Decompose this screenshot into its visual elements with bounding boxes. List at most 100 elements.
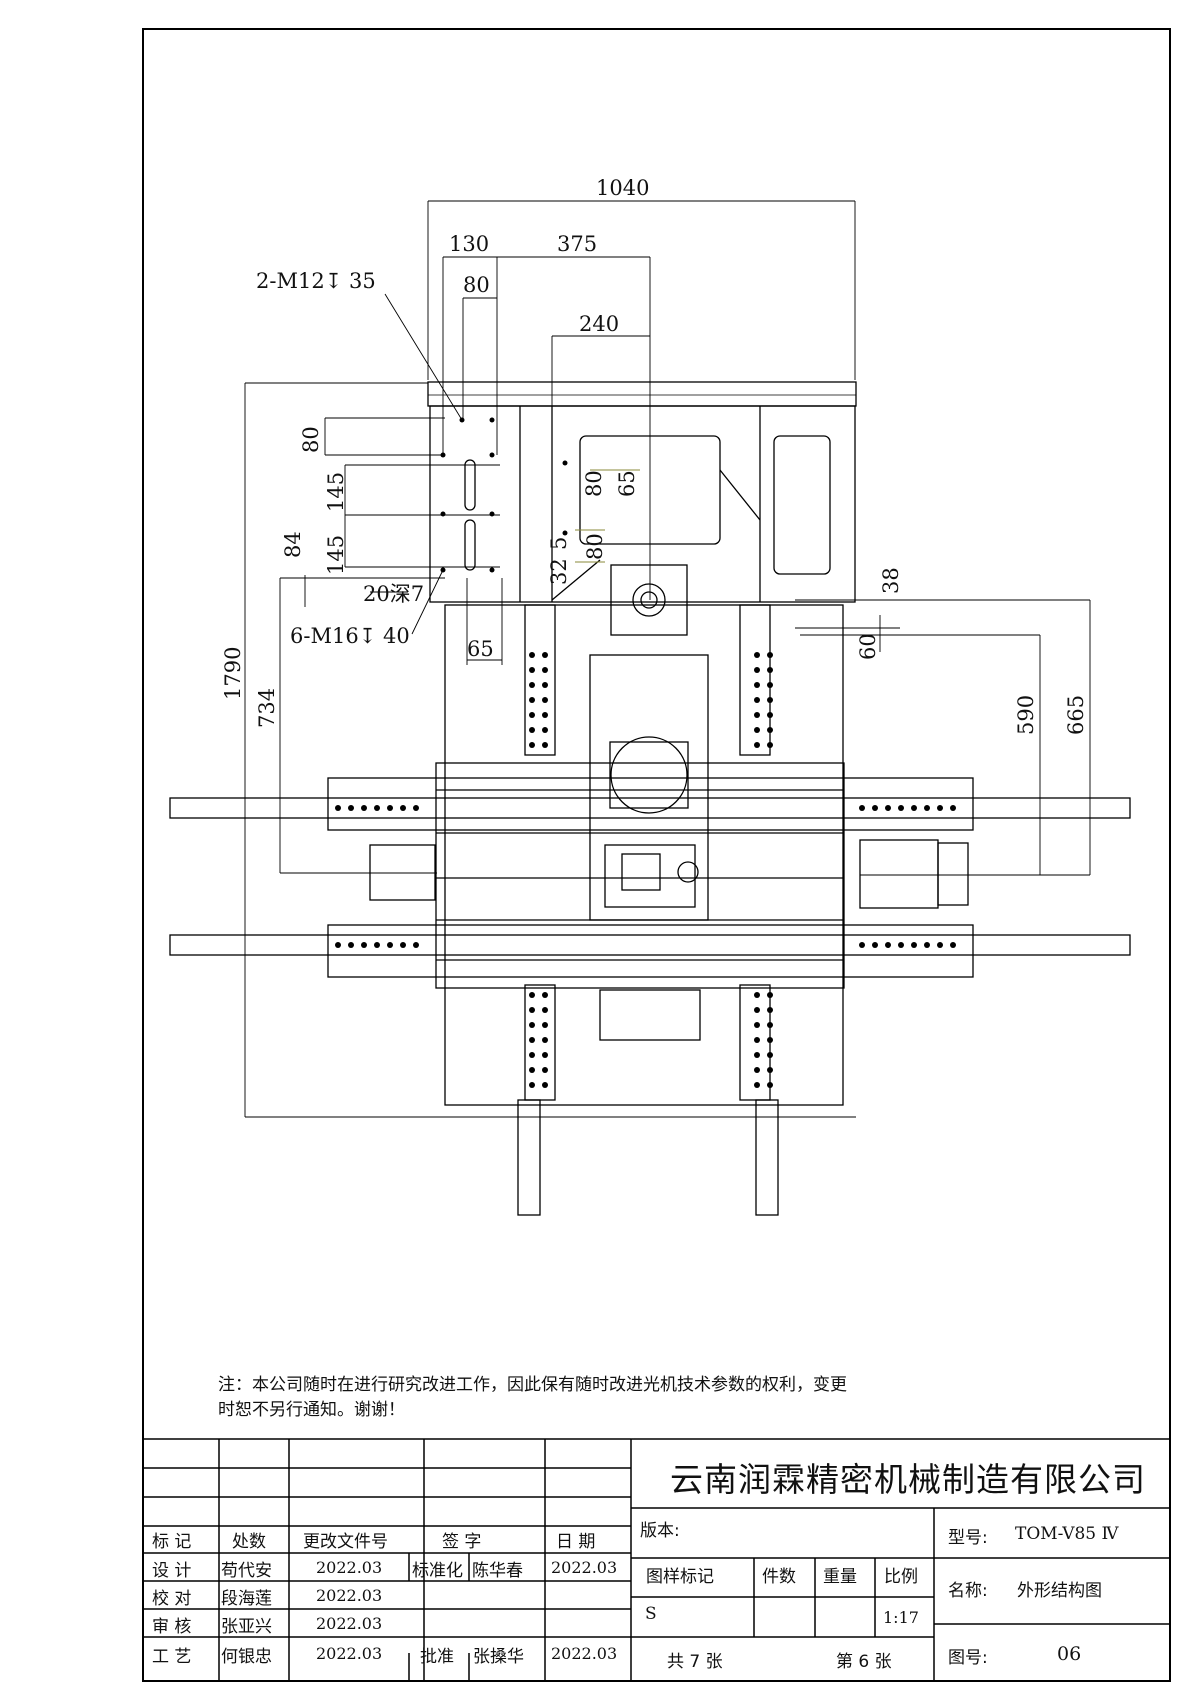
dim-84: 84: [281, 531, 305, 558]
callout-m16: 6-M16↧ 40: [290, 624, 410, 648]
standard-date: 2022.03: [551, 1558, 618, 1577]
dim-80-left: 80: [299, 426, 323, 453]
weight-label: 重量: [823, 1567, 857, 1587]
bolt-hole-dot: [413, 805, 419, 811]
name-value: 外形结构图: [1017, 1581, 1102, 1601]
dim-145-a: 145: [324, 472, 348, 512]
bolt-hole-dot: [754, 697, 760, 703]
sheet-total: 共 7 张: [667, 1652, 723, 1672]
dim-65-mid: 65: [615, 470, 639, 497]
standard-label: 标准化: [412, 1561, 463, 1581]
drawing-no-value: 06: [1057, 1643, 1082, 1665]
bolt-hole-dot: [542, 682, 548, 688]
name-process: 何银忠: [221, 1647, 272, 1667]
bolt-hole-dot: [542, 742, 548, 748]
scale-value: 1:17: [883, 1608, 919, 1627]
scale-label: 比例: [884, 1567, 918, 1587]
dim-145-b: 145: [324, 535, 348, 575]
approve-label: 批准: [420, 1647, 454, 1667]
bolt-hole-dot: [859, 942, 865, 948]
role-design: 设 计: [152, 1561, 192, 1581]
bolt-hole-dot: [542, 667, 548, 673]
revision-note: 注：本公司随时在进行研究改进工作，因此保有随时改进光机技术参数的权利，变更 时恕…: [218, 1373, 998, 1423]
bolt-hole-dot: [361, 805, 367, 811]
header-sign: 签 字: [442, 1532, 482, 1552]
bolt-hole-dot: [767, 1037, 773, 1043]
bolt-hole-dot: [767, 727, 773, 733]
bolt-hole-dot: [950, 805, 956, 811]
dim-80-top: 80: [463, 273, 490, 297]
bolt-hole-dot: [542, 727, 548, 733]
version-label: 版本:: [640, 1521, 680, 1541]
bolt-hole-dot: [529, 1052, 535, 1058]
dim-734: 734: [255, 688, 279, 728]
sheet-current: 第 6 张: [836, 1652, 892, 1672]
standard-name: 陈华春: [472, 1561, 523, 1581]
bolt-hole-dot: [754, 992, 760, 998]
bolt-hole-dot: [924, 805, 930, 811]
bolt-hole-dot: [542, 1022, 548, 1028]
dim-240: 240: [579, 312, 619, 336]
bolt-hole-dot: [542, 652, 548, 658]
dim-80-mid-b: 80: [583, 533, 607, 560]
model-label: 型号:: [948, 1528, 988, 1548]
bolt-hole-dot: [767, 652, 773, 658]
sample-mark-value: S: [645, 1604, 657, 1624]
dim-130: 130: [449, 232, 489, 256]
dimension-labels: 1040 130 375 80 240 80 145 145 84 80 65 …: [221, 176, 1088, 735]
bolt-hole-dot: [754, 1037, 760, 1043]
model-value: TOM-V85 Ⅳ: [1015, 1524, 1119, 1544]
bolt-hole-dot: [754, 1067, 760, 1073]
bolt-hole-dot: [872, 942, 878, 948]
bolt-hole-dot: [859, 805, 865, 811]
bolt-hole-dot: [387, 805, 393, 811]
bolt-hole-dot: [529, 1037, 535, 1043]
date-process: 2022.03: [316, 1644, 383, 1663]
callout-m12: 2-M12↧ 35: [256, 269, 376, 293]
bolt-hole-dot: [898, 805, 904, 811]
bolt-hole-dot: [911, 805, 917, 811]
bolt-hole-dot: [529, 742, 535, 748]
dim-60: 60: [856, 633, 880, 660]
bolt-hole-dot: [754, 712, 760, 718]
header-date: 日 期: [556, 1532, 596, 1552]
title-block-grid: [142, 1438, 1171, 1682]
bolt-hole-dot: [937, 942, 943, 948]
company-name: 云南润霖精密机械制造有限公司: [670, 1460, 1146, 1499]
bolt-hole-dot: [754, 742, 760, 748]
bolt-hole-dot: [767, 1022, 773, 1028]
bolt-hole-dot: [400, 805, 406, 811]
bolt-hole-dot: [542, 712, 548, 718]
bolt-hole-dot: [767, 712, 773, 718]
bolt-hole-dot: [754, 727, 760, 733]
bolt-hole-dot: [767, 742, 773, 748]
bolt-hole-dot: [529, 1067, 535, 1073]
dim-590: 590: [1014, 695, 1038, 735]
bolt-hole-dot: [529, 1022, 535, 1028]
bolt-hole-dot: [754, 1082, 760, 1088]
bolt-hole-dot: [754, 1052, 760, 1058]
bolt-hole-dot: [529, 1082, 535, 1088]
bolt-hole-dot: [754, 1007, 760, 1013]
note-line-2: 时恕不另行通知。谢谢！: [218, 1400, 405, 1420]
bolt-hole-dot: [400, 942, 406, 948]
name-check: 段海莲: [221, 1589, 272, 1609]
bolt-hole-dot: [767, 1052, 773, 1058]
date-design: 2022.03: [316, 1558, 383, 1577]
bolt-hole-dot: [529, 1007, 535, 1013]
callout-slot-depth: 20深7: [363, 582, 424, 606]
dimension-lines: [244, 200, 1091, 1118]
bolt-hole-dot: [885, 805, 891, 811]
dim-5: 5: [547, 537, 571, 550]
name-design: 苟代安: [221, 1561, 272, 1581]
bolt-hole-dot: [767, 992, 773, 998]
bolt-hole-dot: [413, 942, 419, 948]
bolt-hole-dot: [348, 942, 354, 948]
sample-mark-label: 图样标记: [646, 1567, 714, 1587]
bolt-hole-dot: [767, 697, 773, 703]
bolt-hole-dot: [924, 942, 930, 948]
bolt-hole-dot: [754, 682, 760, 688]
dim-1040: 1040: [596, 176, 649, 200]
column-bolt-dots: [335, 652, 956, 1088]
